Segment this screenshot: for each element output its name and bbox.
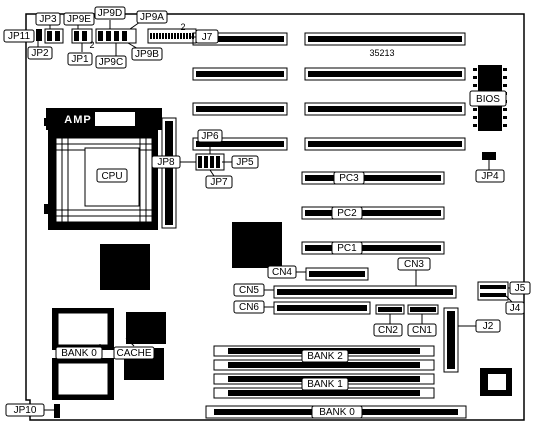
cn4-label: CN4 (272, 267, 292, 278)
callout-boxes (3, 6, 531, 419)
jp-cluster (195, 153, 225, 171)
cn6-label: CN6 (239, 302, 259, 313)
pc1-label: PC1 (337, 243, 357, 254)
bank2-label: BANK 2 (307, 351, 343, 362)
jp9a-label: JP9A (140, 12, 164, 23)
j4-label: J4 (510, 303, 521, 314)
board-model-label: 35213 (369, 48, 394, 58)
cache-label: CACHE (116, 348, 151, 359)
jp2-label: JP2 (31, 48, 49, 59)
cpu-label: CPU (101, 171, 122, 182)
top-jumper-row (36, 28, 197, 44)
isa-slots (192, 32, 466, 151)
jp10-label: JP10 (14, 405, 37, 416)
jp4-header (482, 152, 496, 160)
pin2-label-jp9: 2 (89, 40, 94, 50)
j5-label: J5 (515, 283, 526, 294)
jp9b-label: JP9B (135, 49, 159, 60)
jp1-label: JP1 (71, 54, 89, 65)
jp9e-label: JP9E (67, 14, 91, 25)
leader-lines (37, 20, 513, 411)
bank0-label: BANK 0 (319, 407, 355, 418)
pc3-label: PC3 (339, 173, 359, 184)
jp6-label: JP6 (201, 131, 219, 142)
pc2-label: PC2 (337, 208, 357, 219)
bank1-label: BANK 1 (307, 379, 343, 390)
pin2-label-j7: 2 (180, 22, 185, 32)
io-connectors (273, 267, 512, 396)
cn2-label: CN2 (378, 325, 398, 336)
cn3-label: CN3 (404, 259, 424, 270)
bios-label: BIOS (476, 94, 500, 105)
jp7-label: JP7 (210, 177, 228, 188)
j2-label: J2 (483, 321, 494, 332)
jp10-header (54, 404, 60, 418)
cn1-label: CN1 (412, 325, 432, 336)
jp4-label: JP4 (481, 171, 499, 182)
bank0-cache-label: BANK 0 (61, 348, 97, 359)
cn5-label: CN5 (239, 285, 259, 296)
jp3-label: JP3 (39, 14, 57, 25)
j7-label: J7 (202, 32, 213, 43)
amp-label: AMP (64, 114, 91, 126)
jp9d-label: JP9D (98, 8, 122, 19)
pci-slots (301, 171, 445, 255)
jp8-label: JP8 (157, 157, 175, 168)
jp11-label: JP11 (8, 31, 30, 42)
jp9c-label: JP9C (99, 57, 123, 68)
jp5-label: JP5 (236, 157, 254, 168)
chipsets (52, 222, 282, 400)
bios-chip (469, 65, 507, 131)
